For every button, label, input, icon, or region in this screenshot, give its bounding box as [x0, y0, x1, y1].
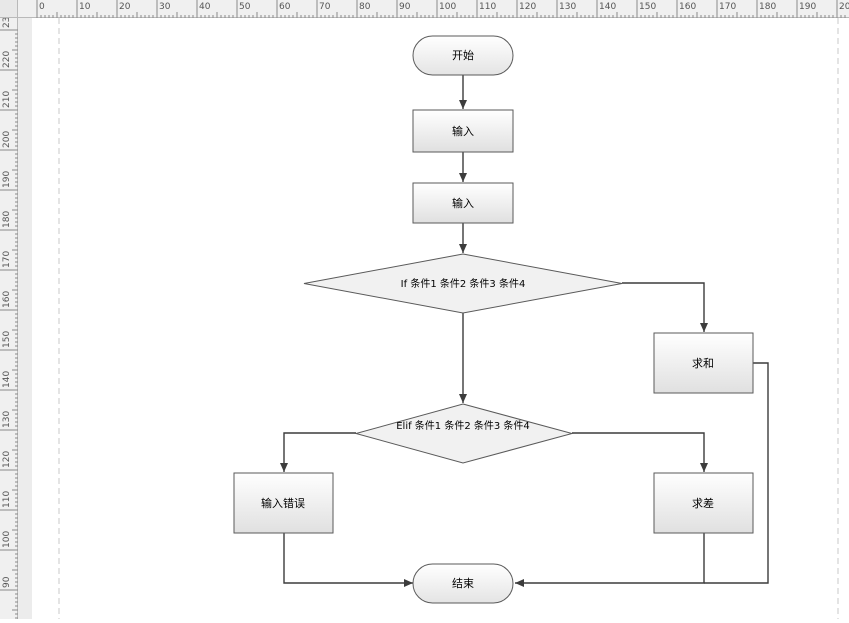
sum-process[interactable]: 求和	[653, 332, 754, 394]
connector-error-to-end[interactable]	[283, 533, 413, 587]
input-error-process[interactable]: 输入错误	[233, 472, 334, 534]
ruler-label: 20	[119, 2, 131, 12]
ruler-label: 160	[679, 2, 696, 12]
ruler-label: 90	[2, 576, 12, 588]
end-terminator[interactable]: 结束	[412, 563, 514, 604]
input-process-2[interactable]: 输入	[412, 182, 514, 224]
connector-sum-to-end[interactable]	[704, 362, 769, 584]
input-1-label: 输入	[452, 124, 474, 138]
ruler-label: 170	[2, 251, 12, 268]
ruler-label: 150	[639, 2, 656, 12]
ruler-label: 110	[479, 2, 496, 12]
ruler-label: 30	[159, 2, 171, 12]
connector-elif-to-diff[interactable]	[572, 432, 708, 472]
elif-decision-label: Elif 条件1 条件2 条件3 条件4	[396, 419, 530, 432]
difference-label: 求差	[692, 496, 714, 510]
ruler-label: 180	[759, 2, 776, 12]
horizontal-ruler-ticks: 0 10 20 30 40 50 60 70 80 90 100 110 120 130 140 150 160…	[36, 0, 849, 18]
ruler-label: 0	[39, 2, 45, 12]
ruler-label: 210	[2, 91, 12, 108]
ruler-label: 120	[2, 451, 12, 468]
connector-elif-to-error[interactable]	[280, 432, 356, 472]
horizontal-ruler[interactable]: 0 10 20 30 40 50 60 70 80 90 100 110 120 130 140 150 160…	[0, 0, 849, 18]
ruler-label: 40	[199, 2, 211, 12]
ruler-label: 200	[839, 2, 849, 12]
ruler-label: 190	[799, 2, 816, 12]
start-terminator[interactable]: 开始	[412, 35, 514, 76]
page-margin	[18, 18, 32, 619]
vertical-ruler-ticks: 230 220 210 200 190 180 170 160 150 140 130 120 110 1…	[0, 11, 18, 619]
ruler-label: 100	[439, 2, 456, 12]
vertical-ruler[interactable]: 230 220 210 200 190 180 170 160 150 140 130 120 110 1…	[0, 0, 18, 619]
ruler-label: 130	[559, 2, 576, 12]
end-label: 结束	[452, 577, 474, 590]
ruler-label: 10	[79, 2, 91, 12]
ruler-label: 200	[2, 131, 12, 148]
ruler-label: 100	[2, 531, 12, 548]
ruler-label: 50	[239, 2, 251, 12]
ruler-label: 60	[279, 2, 291, 12]
ruler-label: 70	[319, 2, 331, 12]
ruler-label: 180	[2, 211, 12, 228]
input-2-label: 输入	[452, 196, 474, 210]
if-decision-label: If 条件1 条件2 条件3 条件4	[401, 277, 526, 290]
input-process-1[interactable]: 输入	[412, 109, 514, 153]
input-error-label: 输入错误	[261, 496, 305, 510]
ruler-label: 160	[2, 291, 12, 308]
ruler-corner	[0, 0, 18, 18]
ruler-label: 130	[2, 411, 12, 428]
if-decision[interactable]: If 条件1 条件2 条件3 条件4	[303, 253, 623, 314]
start-label: 开始	[452, 48, 474, 62]
ruler-label: 120	[519, 2, 536, 12]
difference-process[interactable]: 求差	[653, 472, 754, 534]
ruler-label: 110	[2, 491, 12, 508]
connector-if-to-sum[interactable]	[622, 282, 708, 332]
ruler-label: 170	[719, 2, 736, 12]
ruler-label: 220	[2, 51, 12, 68]
ruler-label: 140	[599, 2, 616, 12]
ruler-label: 140	[2, 371, 12, 388]
connector-diff-to-end[interactable]	[515, 533, 705, 587]
ruler-label: 150	[2, 331, 12, 348]
ruler-label: 90	[399, 2, 411, 12]
sum-label: 求和	[692, 357, 714, 370]
elif-decision[interactable]: Elif 条件1 条件2 条件3 条件4	[354, 403, 574, 464]
ruler-label: 190	[2, 171, 12, 188]
ruler-label: 230	[2, 11, 12, 28]
ruler-label: 80	[359, 2, 371, 12]
